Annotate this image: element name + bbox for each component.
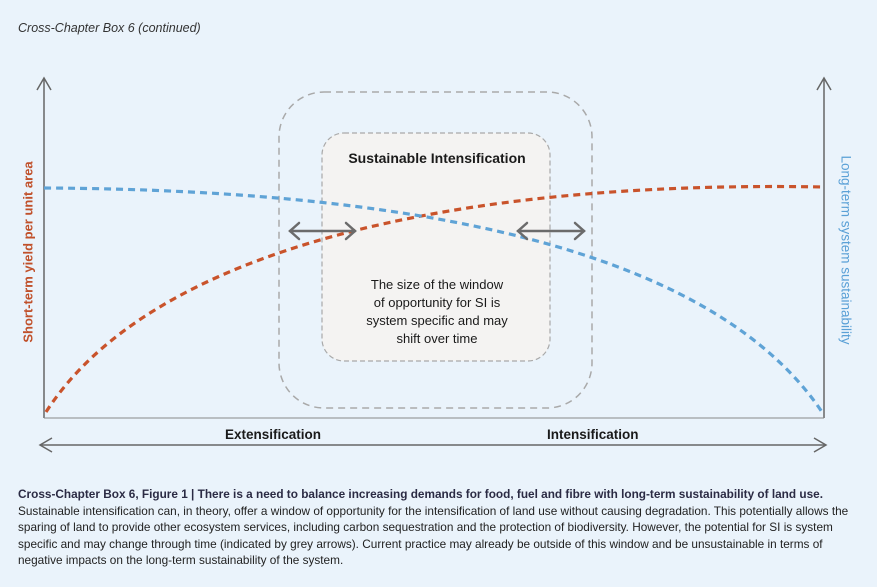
- box-header: Cross-Chapter Box 6 (continued): [18, 21, 201, 35]
- x-axis: [38, 437, 828, 453]
- x-left-label: Extensification: [225, 427, 322, 442]
- figure-caption: Cross-Chapter Box 6, Figure 1 | There is…: [18, 486, 858, 569]
- caption-title: Cross-Chapter Box 6, Figure 1 | There is…: [18, 487, 823, 501]
- sustainability-curve: [43, 186, 824, 413]
- si-box-title: Sustainable Intensification: [348, 150, 526, 166]
- si-note-line: shift over time: [396, 331, 478, 346]
- right-y-axis: [816, 76, 832, 418]
- left-shift-arrow: [288, 221, 357, 241]
- si-note-line: The size of the window: [370, 277, 504, 292]
- caption-body: Sustainable intensification can, in theo…: [18, 503, 849, 568]
- y-left-axis-label: Short-term yield per unit area: [20, 161, 36, 343]
- si-note-line: system specific and may: [366, 313, 508, 328]
- y-right-axis-label: Long-term system sustainability: [838, 155, 854, 345]
- si-note-line: of opportunity for SI is: [373, 295, 501, 310]
- si-window: [321, 132, 551, 362]
- right-shift-arrow: [516, 221, 586, 241]
- left-y-axis: [36, 76, 52, 418]
- x-right-label: Intensification: [547, 427, 639, 442]
- yield-curve: [44, 184, 825, 413]
- si-box-note: The size of the window of opportunity fo…: [322, 276, 552, 348]
- outer-window: [278, 91, 593, 409]
